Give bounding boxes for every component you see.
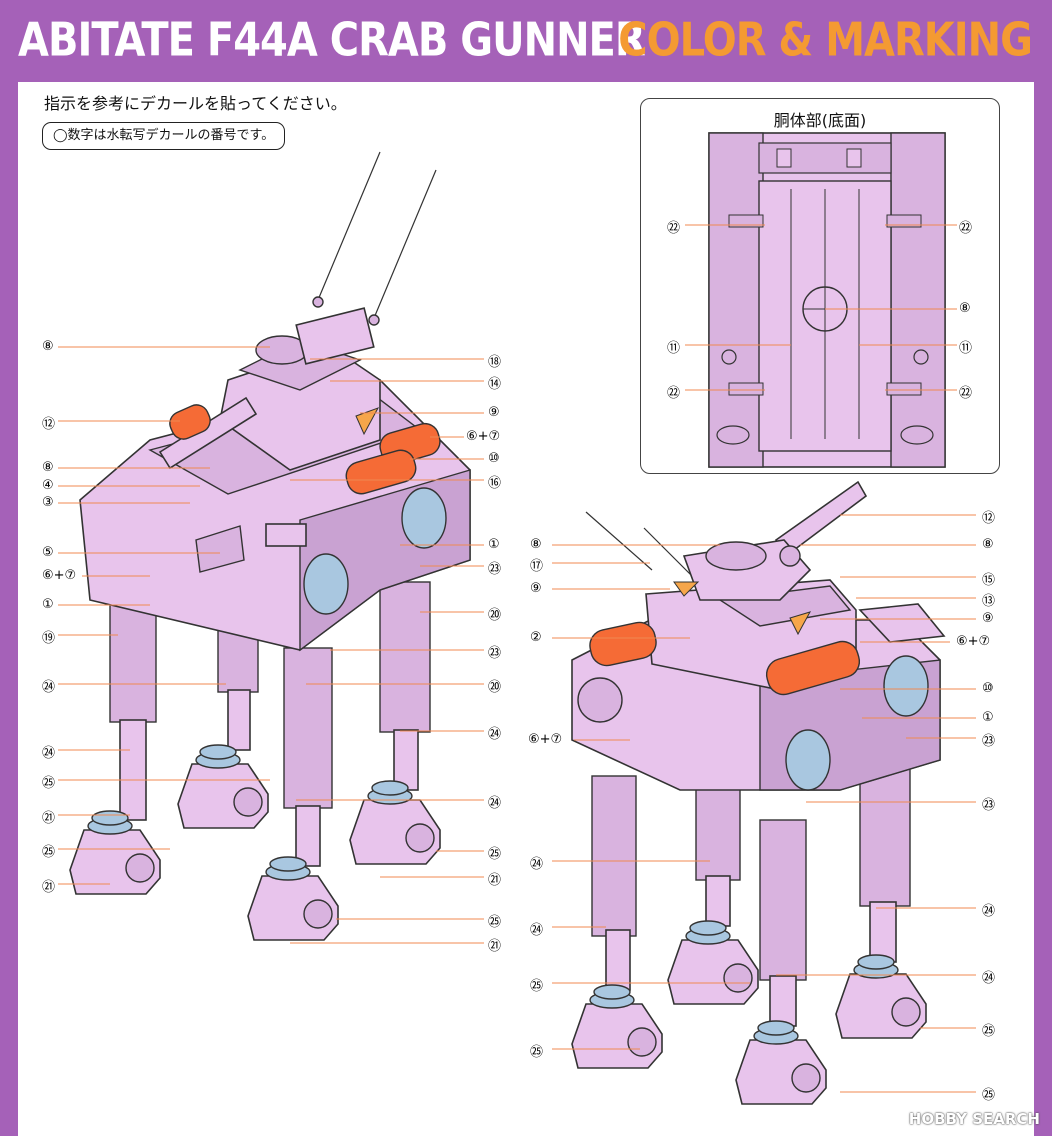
label-r-right-8: ① — [982, 710, 994, 725]
label-mid-1: ⑱ — [488, 355, 502, 370]
label-left-6: ⑤ — [42, 545, 54, 560]
label-mid-10: ㉓ — [488, 646, 502, 661]
label-mid-2: ⑭ — [488, 377, 502, 392]
watermark: HOBBY SEARCH — [908, 1110, 1040, 1128]
instruction-text: 指示を参考にデカールを貼ってください。 — [44, 94, 347, 113]
label-left-5: ③ — [42, 495, 54, 510]
label-r-right-5: ⑨ — [982, 611, 994, 626]
inset-label-5: ⑪ — [959, 341, 973, 356]
label-r-right-12: ㉔ — [982, 971, 996, 986]
header-bar: ABITATE F44A CRAB GUNNER COLOR & MARKING — [0, 0, 1052, 82]
inset-label-3: ⑧ — [959, 301, 971, 316]
label-r-right-2: ⑧ — [982, 537, 994, 552]
label-left-3: ⑧ — [42, 460, 54, 475]
label-r-right-14: ㉕ — [982, 1088, 996, 1103]
underside-drawing — [685, 132, 957, 468]
label-r-left-6: ㉔ — [530, 857, 544, 872]
label-mid-9: ⑳ — [488, 608, 502, 623]
label-left-4: ④ — [42, 478, 54, 493]
label-mid-14: ㉕ — [488, 847, 502, 862]
label-r-right-7: ⑩ — [982, 681, 994, 696]
right-border — [1034, 82, 1052, 1136]
label-left-8: ① — [42, 597, 54, 612]
label-mid-11: ⑳ — [488, 680, 502, 695]
right-robot-illustration — [571, 480, 946, 1105]
left-robot-leaders — [58, 346, 484, 944]
label-mid-12: ㉔ — [488, 727, 502, 742]
inset-label-6: ㉒ — [667, 386, 681, 401]
label-mid-5: ⑩ — [488, 451, 500, 466]
label-left-11: ㉔ — [42, 746, 56, 761]
label-mid-16: ㉕ — [488, 915, 502, 930]
inset-label-4: ⑪ — [667, 341, 681, 356]
label-left-1: ⑧ — [42, 339, 54, 354]
label-mid-17: ㉑ — [488, 939, 502, 954]
label-left-2: ⑫ — [42, 417, 56, 432]
right-robot-leaders — [552, 514, 976, 1093]
decal-note: ◯数字は水転写デカールの番号です。 — [42, 122, 286, 150]
label-r-left-1: ⑧ — [530, 537, 542, 552]
label-r-right-1: ⑫ — [982, 511, 996, 526]
label-left-9: ⑲ — [42, 631, 56, 646]
inset-label-2: ㉒ — [959, 221, 973, 236]
label-r-right-10: ㉓ — [982, 798, 996, 813]
page-title: ABITATE F44A CRAB GUNNER — [18, 14, 646, 67]
label-mid-8: ㉓ — [488, 562, 502, 577]
label-r-right-11: ㉔ — [982, 904, 996, 919]
left-border — [0, 82, 18, 1136]
page-subtitle: COLOR & MARKING — [618, 14, 1033, 67]
label-left-12: ㉕ — [42, 776, 56, 791]
inset-title: 胴体部(底面) — [773, 111, 867, 130]
left-robot-illustration — [69, 151, 471, 941]
label-r-right-9: ㉓ — [982, 734, 996, 749]
label-mid-4: ⑥+⑦ — [466, 429, 501, 444]
label-r-left-9: ㉕ — [530, 1045, 544, 1060]
inset-label-7: ㉒ — [959, 386, 973, 401]
label-r-left-4: ② — [530, 630, 542, 645]
label-mid-3: ⑨ — [488, 405, 500, 420]
label-mid-6: ⑯ — [488, 476, 502, 491]
label-left-14: ㉕ — [42, 845, 56, 860]
label-r-left-5: ⑥+⑦ — [528, 732, 563, 747]
label-mid-15: ㉑ — [488, 873, 502, 888]
label-mid-13: ㉔ — [488, 796, 502, 811]
label-r-left-2: ⑰ — [530, 559, 544, 574]
label-r-right-4: ⑬ — [982, 594, 996, 609]
label-r-left-7: ㉔ — [530, 923, 544, 938]
label-left-13: ㉑ — [42, 811, 56, 826]
underside-inset: 胴体部(底面) — [640, 98, 1000, 474]
label-r-right-13: ㉕ — [982, 1024, 996, 1039]
label-r-left-3: ⑨ — [530, 581, 542, 596]
label-r-right-6: ⑥+⑦ — [956, 634, 991, 649]
label-left-15: ㉑ — [42, 880, 56, 895]
label-left-10: ㉔ — [42, 680, 56, 695]
label-r-left-8: ㉕ — [530, 979, 544, 994]
label-mid-7: ① — [488, 537, 500, 552]
label-r-right-3: ⑮ — [982, 573, 996, 588]
inset-label-1: ㉒ — [667, 221, 681, 236]
label-left-7: ⑥+⑦ — [42, 568, 77, 583]
